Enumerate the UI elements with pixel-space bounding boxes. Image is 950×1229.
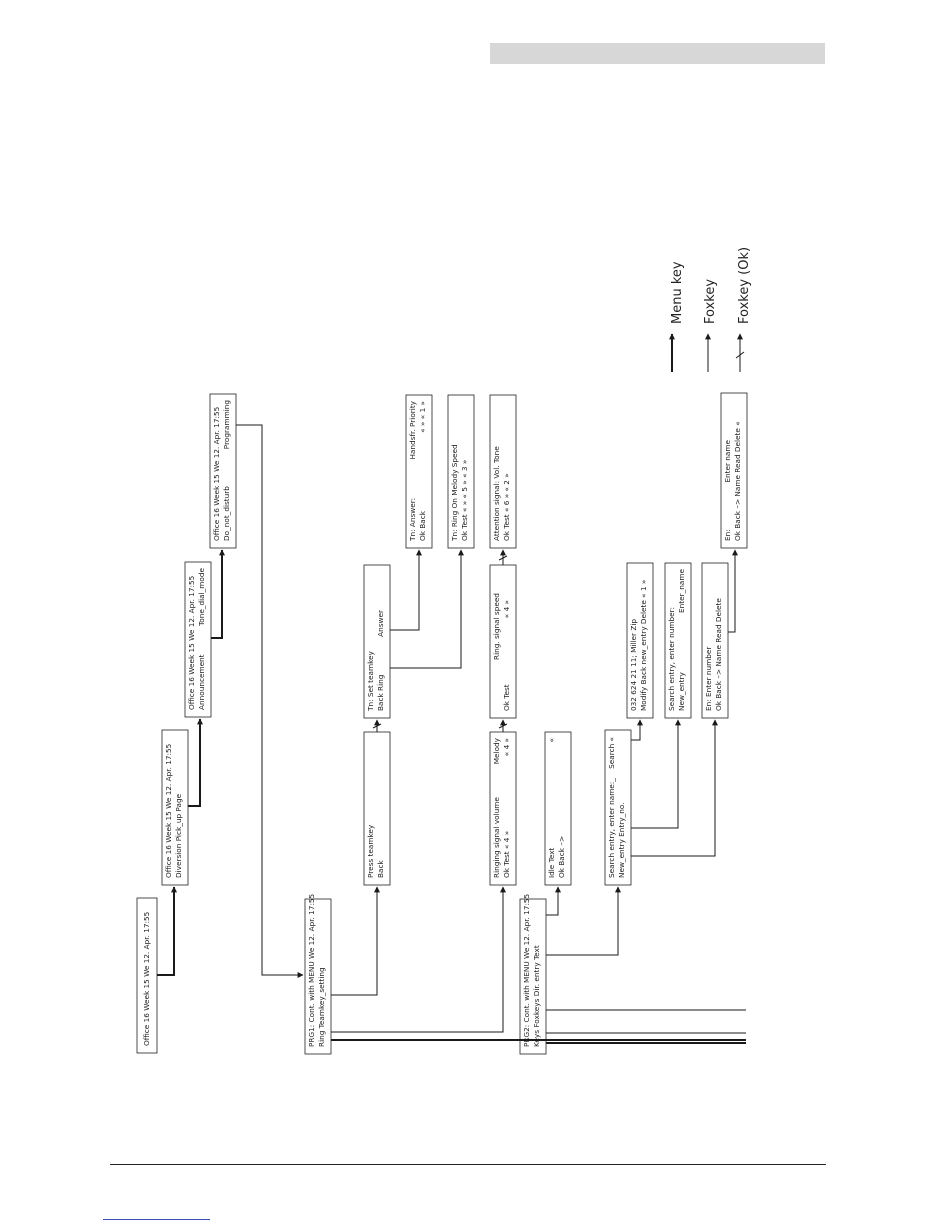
screen-line: Ok Back –> Name Read Delete « (733, 421, 742, 541)
screen-line: Enter_name (677, 568, 686, 612)
screen-line: Search entry, enter name:_ (607, 778, 616, 878)
legend-foxkey-ok: Foxkey (Ok) (735, 247, 752, 372)
foxkey-arrow (331, 886, 506, 1033)
screen-line: Office 16 Week 15 We 12. Apr. 17:55 (142, 912, 151, 1046)
legend-label: Foxkey (703, 279, 718, 324)
legend: Menu key Foxkey Foxkey (Ok) (669, 247, 752, 372)
screen-line: Attention signal: Vol. Tone (492, 446, 501, 541)
screen-line: Ok Back (418, 510, 427, 541)
foxkey-arrow (546, 886, 561, 916)
legend-label: Foxkey (Ok) (737, 247, 752, 324)
screen-line: « 4 » (502, 600, 511, 618)
footer-link-underline[interactable] (103, 1219, 210, 1220)
screen-line: Programming (222, 400, 231, 449)
screen-line: Tone_dial_mode (197, 567, 206, 626)
foxkey-arrow (631, 719, 643, 741)
foxkey-arrow (390, 549, 464, 669)
foxkey-arrow (236, 424, 304, 978)
screen-pickup: Office 16 Week 15 We 12. Apr. 17:55 Dive… (161, 729, 189, 886)
screen-line: Office 16 Week 15 We 12. Apr. 17:55 (212, 407, 221, 541)
screen-line: Ok Test « 4 » (502, 831, 511, 878)
screen-line: Answer (376, 610, 385, 637)
screen-line: Idle Text (547, 847, 556, 878)
screen-line: Ok Test (502, 684, 511, 711)
legend-foxkey: Foxkey (703, 279, 718, 372)
screen-line: Enter name (723, 440, 732, 483)
legend-label: Menu key (670, 261, 685, 324)
footer-rule (110, 1164, 826, 1165)
foxkey-arrow (390, 549, 422, 631)
screen-line: Ok Back –> (557, 836, 566, 878)
menu-key-arrow (157, 886, 177, 976)
screen-press-teamkey: Press teamkey Back (363, 731, 391, 886)
screen-line: Back Ring (376, 675, 385, 711)
screen-line: Announcement (197, 654, 206, 710)
screen-line: « » « 1 » (418, 401, 427, 433)
screen-line: Tn: Set teamkey (366, 650, 375, 712)
screen-line: « (547, 738, 556, 742)
screen-attention-signal: Attention signal: Vol. Tone Ok Test « 6 … (489, 394, 517, 549)
screen-prg1: PRG1: Cont. with MENU We 12. Apr. 17:55 … (304, 894, 332, 1055)
screen-line: Diversion Pick_up Page (174, 793, 183, 878)
screen-enter-name: En: Enter name Ok Back –> Name Read Dele… (720, 392, 748, 549)
screen-line: Ok Test « » « 5 » « 3 » (460, 460, 469, 541)
screen-line: Do_not_disturb (222, 486, 231, 541)
screen-line: Ring Teamkey_setting (317, 967, 326, 1047)
screen-line: PRG2: Cont. with MENU We 12. Apr. 17:55 (522, 894, 531, 1047)
screen-line: Search entry, enter number: (667, 607, 676, 711)
screen-line: 032 624 21 11; Miller Zip (629, 619, 638, 711)
foxkey-arrow (631, 719, 681, 829)
screen-line: Ok Back –> Name Read Delete (714, 598, 723, 711)
screen-line: Office 16 Week 15 We 12. Apr. 17:55 (187, 576, 196, 710)
screen-line: New_entry Entry_no. (617, 802, 626, 878)
screen-line: En: (723, 529, 732, 541)
connectors (157, 424, 746, 1044)
screen-line: Back (376, 860, 385, 878)
menu-key-arrow (188, 718, 203, 807)
screen-tn-ring: Tn: Ring On Melody Speed Ok Test « » « 5… (447, 394, 475, 549)
screen-line: « 4 » (502, 738, 511, 756)
screen-line: Office 16 Week 15 We 12. Apr. 17:55 (164, 744, 173, 878)
screen-line: Modify Back new_entry Delete « 1 » (639, 580, 648, 711)
screen-line: Tn: Ring On Melody Speed (450, 444, 459, 542)
screen-programming: Office 16 Week 15 We 12. Apr. 17:55 Do_n… (209, 393, 237, 549)
screen-search-name: Search entry, enter name:_ Search « New_… (604, 729, 632, 886)
foxkey-arrow (728, 549, 738, 633)
screen-ringing-volume: Ringing signal volume Melody Ok Test « 4… (489, 731, 517, 886)
screen-entry-miller: 032 624 21 11; Miller Zip Modify Back ne… (626, 562, 654, 719)
screen-line: Ringing signal volume (492, 797, 501, 878)
screen-line: Ok Test « 6 » « 2 » (502, 473, 511, 541)
screen-line: En: Enter number (704, 647, 713, 711)
legend-menu-key: Menu key (669, 261, 685, 372)
screen-answer: Tn: Answer: Handsfr. Priority Ok Back « … (405, 394, 433, 549)
screen-enter-number: En: Enter number Ok Back –> Name Read De… (701, 562, 729, 719)
screen-prg2: PRG2: Cont. with MENU We 12. Apr. 17:55 … (519, 894, 547, 1055)
foxkey-arrow (546, 886, 621, 956)
screen-search-number: Search entry, enter number: New_entry En… (664, 562, 692, 719)
screen-set-teamkey: Tn: Set teamkey Back Ring Answer (363, 564, 391, 719)
screen-line: Ring. signal speed (492, 593, 501, 660)
header-bar (490, 43, 825, 64)
foxkey-arrow (631, 719, 718, 857)
menu-key-arrow (211, 549, 225, 639)
screen-line: Tn: Answer: (408, 498, 417, 542)
screen-tone-dial: Office 16 Week 15 We 12. Apr. 17:55 Anno… (184, 561, 212, 718)
screen-line: Search « (607, 737, 616, 769)
screen-line: Handsfr. Priority (408, 400, 417, 459)
screen-line: Keys Foxkeys Dir. entry Text (532, 945, 541, 1047)
screen-idle-text: Idle Text « Ok Back –> (544, 731, 572, 886)
screen-line: Melody (492, 737, 501, 764)
screen-idle: Office 16 Week 15 We 12. Apr. 17:55 (136, 897, 158, 1054)
screen-line: Press teamkey (366, 824, 375, 878)
screen-ring-speed: Ring. signal speed Ok Test « 4 » (489, 564, 517, 719)
foxkey-arrow (331, 886, 380, 996)
screen-line: New_entry (677, 671, 686, 711)
screen-line: PRG1: Cont. with MENU We 12. Apr. 17:55 (307, 894, 316, 1047)
